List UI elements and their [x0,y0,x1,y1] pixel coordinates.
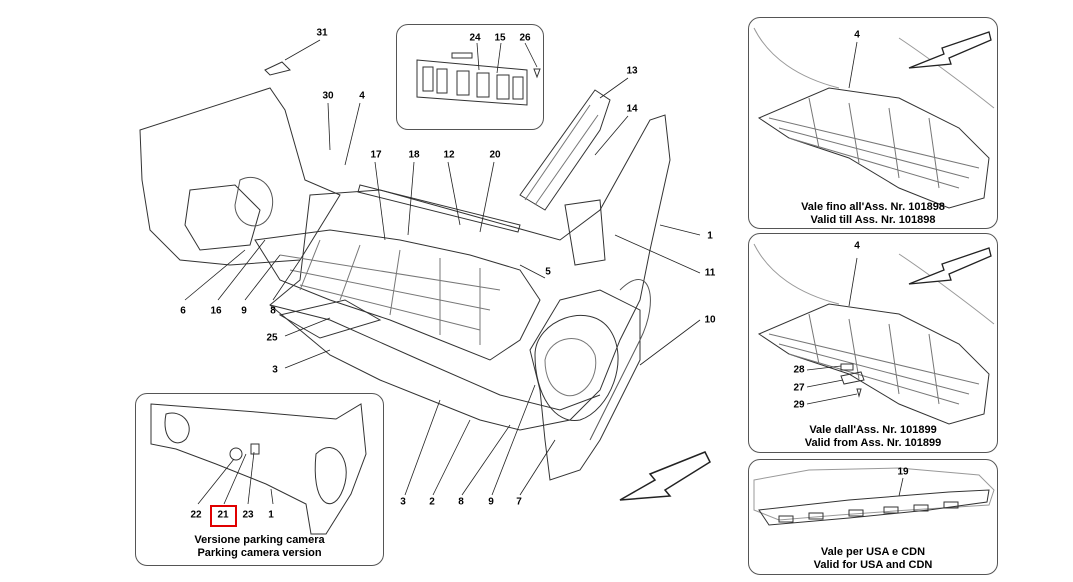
headlight-cutout [184,184,261,251]
callout-24: 24 [469,32,481,44]
callout-5: 5 [545,266,551,278]
left-fender-part [139,87,341,266]
callout-21: 21 [217,509,229,521]
callout-15: 15 [494,32,506,44]
caption-valid-from-it: Vale dall'Ass. Nr. 101899 [809,424,937,436]
direction-arrow-till [908,31,992,69]
callout-26: 26 [519,32,531,44]
callout-17: 17 [370,149,382,161]
caption-usa-cdn-it: Vale per USA e CDN [820,546,926,558]
lower-plate [278,299,382,339]
callout-2: 2 [429,496,435,508]
callout-3-lower: 3 [400,496,406,508]
right-fender [529,289,641,481]
callout-18: 18 [408,149,420,161]
side-bracket [519,89,611,211]
callout-21-highlight [210,505,237,527]
callout-7: 7 [516,496,522,508]
parking-camera-drawing [150,403,367,535]
callout-30: 30 [322,90,334,102]
inset-plate-detail: 24 15 26 [396,24,544,130]
callout-10: 10 [704,314,716,326]
callout-31: 31 [316,27,328,39]
callout-28: 28 [793,364,805,376]
cap-part [264,61,291,76]
callout-13: 13 [626,65,638,77]
callout-11: 11 [704,267,716,279]
side-lamp [564,199,606,266]
callout-27: 27 [793,382,805,394]
callout-9: 9 [241,305,247,317]
inset-parking-camera: 22 21 23 1 Versione parking camera Parki… [135,393,384,566]
valid-from-drawing [753,243,995,425]
callout-29: 29 [793,399,805,411]
wheel-arch-ring [534,314,619,422]
trim-strip [357,184,521,233]
inset-valid-till: 4 Vale fino all'Ass. Nr. 101898 Valid ti… [748,17,998,229]
central-grille [254,229,541,361]
callout-1: 1 [707,230,713,242]
caption-usa-cdn-en: Valid for USA and CDN [813,559,933,571]
bumper-lower-lip [269,304,601,411]
valid-till-drawing [753,27,995,209]
callout-9-lower: 9 [488,496,494,508]
caption-valid-from-en: Valid from Ass. Nr. 101899 [804,437,942,449]
wire-harness [589,279,651,441]
caption-parking-camera-it: Versione parking camera [194,534,325,546]
callout-8-lower: 8 [458,496,464,508]
callout-25: 25 [266,332,278,344]
plate-drawing [416,42,541,106]
callout-4: 4 [359,90,365,102]
usa-cdn-drawing [753,467,995,526]
callout-12: 12 [443,149,455,161]
callout-4-from: 4 [854,240,860,252]
callout-14: 14 [626,103,638,115]
callout-16: 16 [210,305,222,317]
callout-1-camera: 1 [268,509,274,521]
direction-arrow [619,451,711,501]
callout-20: 20 [489,149,501,161]
callout-8: 8 [270,305,276,317]
callout-3-upper: 3 [272,364,278,376]
callout-23: 23 [242,509,254,521]
callout-6: 6 [180,305,186,317]
caption-parking-camera-en: Parking camera version [197,547,322,559]
bumper-shell [269,114,671,431]
caption-valid-till-en: Valid till Ass. Nr. 101898 [810,214,936,226]
direction-arrow-from [908,247,992,285]
callout-4-till: 4 [854,29,860,41]
caption-valid-till-it: Vale fino all'Ass. Nr. 101898 [801,201,945,213]
inset-valid-from: 4 28 27 29 Vale dall'Ass. Nr. 101899 Val… [748,233,998,453]
inset-usa-cdn: 19 Vale per USA e CDN Valid for USA and … [748,459,998,575]
callout-22: 22 [190,509,202,521]
callout-19: 19 [897,466,909,478]
